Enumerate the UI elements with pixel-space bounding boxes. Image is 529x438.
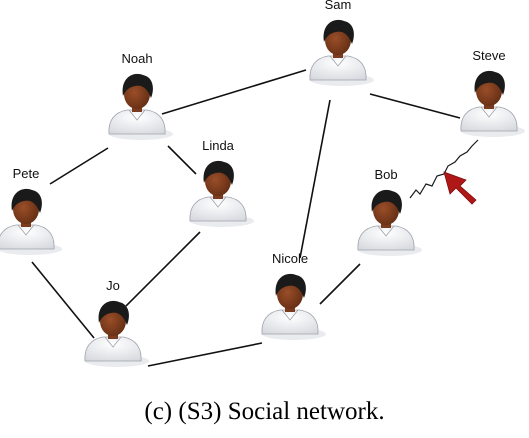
edge-pete-jo (31, 261, 95, 339)
person-label: Steve (472, 48, 505, 63)
edge-sam-nicole (299, 99, 331, 259)
person-label: Pete (13, 166, 40, 181)
broken-link-bob-steve (409, 139, 479, 199)
person-node-steve: Steve (460, 48, 525, 137)
person-label: Linda (202, 138, 235, 153)
person-icon (460, 70, 525, 137)
edge-noah-sam (161, 69, 307, 115)
edge-layer (31, 69, 461, 367)
person-node-noah: Noah (108, 51, 173, 140)
edge-sam-steve (369, 93, 461, 119)
person-icon (189, 160, 254, 227)
person-label: Jo (106, 278, 120, 293)
person-label: Noah (121, 51, 152, 66)
person-node-jo: Jo (84, 278, 149, 367)
person-icon (0, 188, 62, 255)
person-label: Sam (325, 0, 352, 12)
broken-link-layer (409, 139, 479, 205)
person-node-bob: Bob (357, 167, 422, 256)
person-icon (309, 19, 374, 86)
edge-noah-pete (49, 147, 109, 185)
person-icon (261, 273, 326, 340)
person-node-pete: Pete (0, 166, 62, 255)
figure-caption: (c) (S3) Social network. (144, 398, 385, 425)
person-node-linda: Linda (189, 138, 254, 227)
person-node-nicole: Nicole (261, 251, 326, 340)
edge-jo-nicole (147, 342, 263, 367)
edge-linda-jo (125, 231, 201, 307)
person-label: Nicole (272, 251, 308, 266)
person-icon (357, 189, 422, 256)
red-arrow-icon (443, 171, 477, 205)
person-icon (108, 73, 173, 140)
person-node-sam: Sam (309, 0, 374, 86)
person-label: Bob (374, 167, 397, 182)
edge-nicole-bob (319, 263, 361, 305)
person-icon (84, 300, 149, 367)
edge-noah-linda (167, 145, 197, 175)
